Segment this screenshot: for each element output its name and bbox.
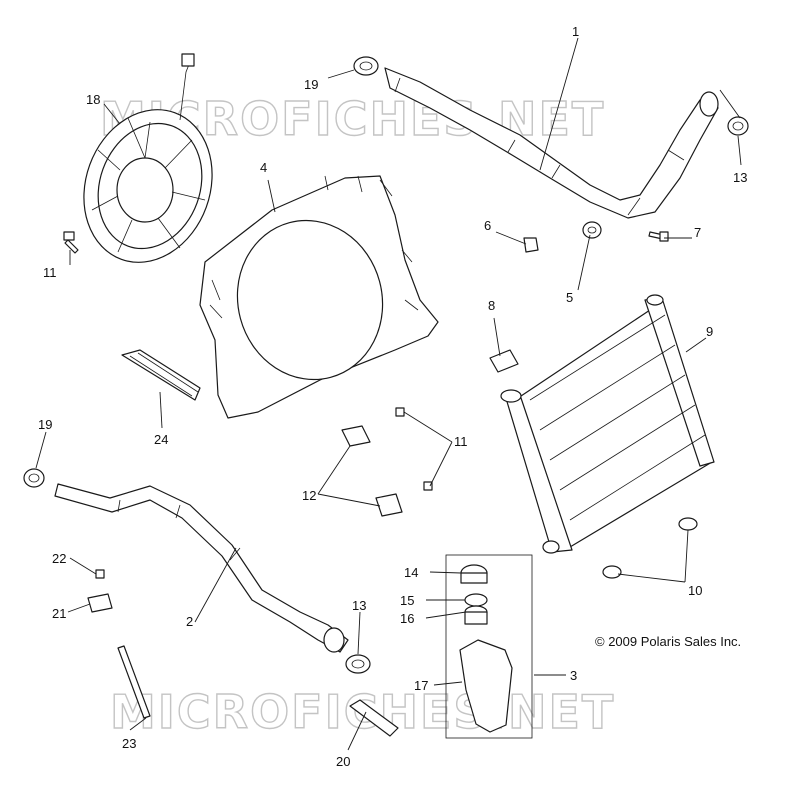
callout-11-left: 11 — [43, 265, 57, 280]
callout-14: 14 — [404, 565, 418, 580]
foam-sleeve — [121, 349, 201, 401]
callout-17: 17 — [414, 678, 428, 693]
callout-12: 12 — [302, 488, 316, 503]
bolt-left — [63, 231, 79, 254]
hose-clamp-left — [23, 468, 45, 488]
grommet-5 — [582, 221, 602, 239]
callout-18: 18 — [86, 92, 100, 107]
clip-21 — [87, 593, 113, 613]
grommet-10-upper — [678, 517, 698, 531]
callout-5: 5 — [566, 290, 573, 305]
hose-clamp-lower — [345, 654, 371, 674]
callout-16: 16 — [400, 611, 414, 626]
fan-shroud — [199, 175, 439, 419]
callout-8: 8 — [488, 298, 495, 313]
callout-19-top: 19 — [304, 77, 318, 92]
callout-19-left: 19 — [38, 417, 52, 432]
callout-20: 20 — [336, 754, 350, 769]
copyright-notice: © 2009 Polaris Sales Inc. — [595, 634, 741, 649]
callout-21: 21 — [52, 606, 66, 621]
isolator-upper — [341, 425, 371, 447]
bracket-8 — [489, 349, 519, 373]
cooling-fan — [83, 53, 213, 263]
callout-1: 1 — [572, 24, 579, 39]
callout-24: 24 — [154, 432, 168, 447]
callouts: 1 2 3 4 5 6 7 8 9 10 11 11 12 13 13 14 1… — [38, 24, 747, 769]
radiator — [500, 294, 715, 554]
leader-lines — [35, 37, 742, 751]
hose-clamp-top — [353, 56, 379, 76]
callout-13-right: 13 — [733, 170, 747, 185]
callout-2: 2 — [186, 614, 193, 629]
callout-22: 22 — [52, 551, 66, 566]
grommet-10-lower — [602, 565, 622, 579]
callout-9: 9 — [706, 324, 713, 339]
fastener-11-lower — [423, 481, 433, 491]
callout-15: 15 — [400, 593, 414, 608]
callout-10: 10 — [688, 583, 702, 598]
callout-3: 3 — [570, 668, 577, 683]
bolt-22 — [95, 569, 105, 579]
reservoir-assembly — [445, 554, 533, 739]
callout-23: 23 — [122, 736, 136, 751]
isolator-lower — [375, 493, 403, 517]
callout-4: 4 — [260, 160, 267, 175]
cable-tie-23 — [117, 645, 151, 719]
bolt-7 — [648, 231, 669, 242]
overflow-tube — [349, 699, 399, 737]
callout-7: 7 — [694, 225, 701, 240]
callout-6: 6 — [484, 218, 491, 233]
callout-13-lower: 13 — [352, 598, 366, 613]
fastener-11-upper — [395, 407, 405, 417]
fastener-6 — [523, 237, 539, 253]
hose-clamp-right — [727, 116, 749, 136]
callout-11-center: 11 — [454, 434, 468, 449]
upper-hose — [384, 67, 719, 219]
lower-hose — [54, 483, 349, 653]
